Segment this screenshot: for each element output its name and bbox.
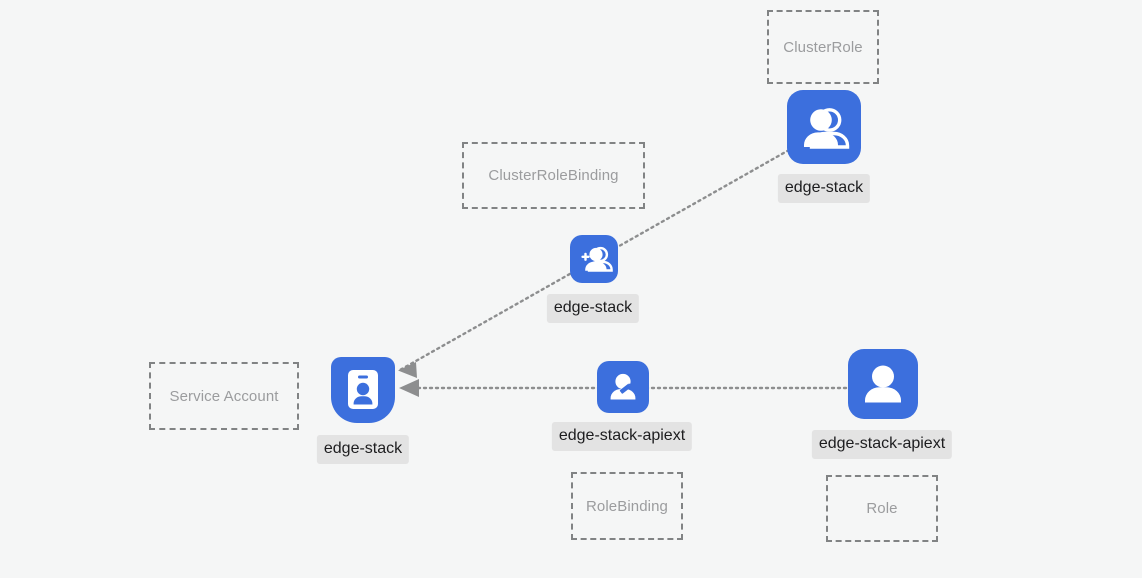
person-icon[interactable] [848,349,918,419]
kind-label-role-binding: RoleBinding [586,497,668,515]
group-people-icon[interactable] [787,90,861,164]
node-label-role-binding: edge-stack-apiext [551,422,693,451]
kind-label-service-account: Service Account [169,387,279,405]
node-label-cluster-role-binding: edge-stack [546,294,640,323]
kind-label-role: Role [866,500,898,517]
kind-box-role-binding: RoleBinding [571,472,683,540]
id-badge-icon[interactable] [331,357,395,423]
kind-label-cluster-role: ClusterRole [783,38,863,56]
kind-label-cluster-role-binding: ClusterRoleBinding [488,167,619,184]
node-label-service-account: edge-stack [316,435,410,464]
kind-box-role: Role [826,475,938,542]
kind-box-cluster-role: ClusterRole [767,10,879,84]
person-add-icon[interactable] [570,235,618,283]
node-label-role: edge-stack-apiext [811,430,953,459]
kind-box-cluster-role-binding: ClusterRoleBinding [462,142,645,209]
kind-box-service-account: Service Account [149,362,299,430]
node-label-cluster-role: edge-stack [777,174,871,203]
person-edit-icon[interactable] [597,361,649,413]
